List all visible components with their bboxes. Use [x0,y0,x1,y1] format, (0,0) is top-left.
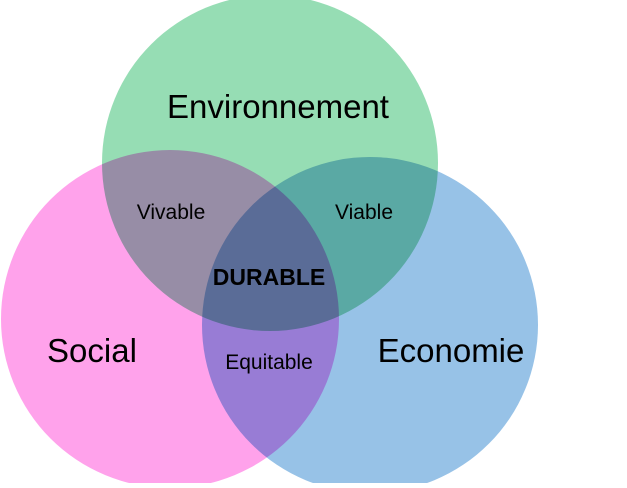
label-economy: Economie [378,332,525,369]
label-viable: Viable [335,201,393,224]
label-vivable: Vivable [137,201,206,224]
label-social: Social [47,332,137,369]
circle-environment [102,0,438,331]
label-durable: DURABLE [213,264,325,290]
label-environment: Environnement [167,88,389,125]
label-equitable: Equitable [225,351,313,374]
